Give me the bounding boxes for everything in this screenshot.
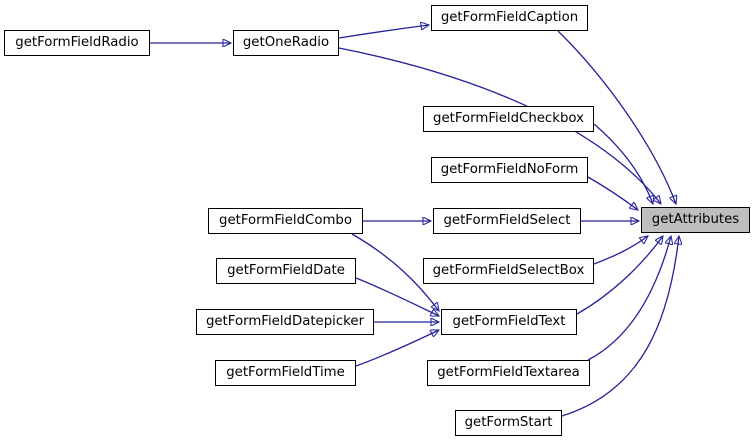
- edge-getFormFieldSelectBox-to-getAttributes: [593, 236, 648, 265]
- edge-getFormFieldCheckbox-to-getAttributes: [593, 123, 653, 204]
- node-label: getFormFieldTextarea: [437, 365, 580, 381]
- node-getOneRadio[interactable]: getOneRadio: [233, 30, 339, 56]
- node-label: getFormFieldRadio: [15, 35, 139, 51]
- edge-getFormFieldNoForm-to-getAttributes: [587, 176, 638, 210]
- node-label: getAttributes: [651, 212, 740, 228]
- node-label: getFormFieldSelect: [443, 213, 571, 229]
- node-getFormFieldTime[interactable]: getFormFieldTime: [215, 360, 356, 386]
- node-label: getFormFieldDate: [227, 263, 345, 279]
- edge-getFormFieldCombo-to-getFormFieldText: [351, 233, 439, 311]
- node-label: getFormFieldCheckbox: [433, 111, 584, 127]
- node-label: getFormFieldText: [452, 314, 566, 330]
- edge-getFormFieldTime-to-getFormFieldText: [355, 330, 439, 367]
- node-label: getFormFieldTime: [226, 365, 345, 381]
- node-label: getFormFieldCombo: [219, 213, 352, 229]
- node-label: getFormStart: [464, 415, 553, 431]
- node-getFormStart[interactable]: getFormStart: [455, 410, 562, 436]
- edge-getFormStart-to-getAttributes: [561, 236, 679, 417]
- node-label: getFormFieldCaption: [440, 10, 579, 26]
- node-getFormFieldCaption[interactable]: getFormFieldCaption: [431, 5, 588, 31]
- node-getFormFieldNoForm[interactable]: getFormFieldNoForm: [431, 157, 588, 183]
- node-getFormFieldDatepicker[interactable]: getFormFieldDatepicker: [196, 309, 374, 335]
- node-getFormFieldCombo[interactable]: getFormFieldCombo: [208, 208, 363, 234]
- edge-getFormFieldTextarea-to-getAttributes: [587, 236, 671, 361]
- node-getFormFieldCheckbox[interactable]: getFormFieldCheckbox: [423, 106, 594, 132]
- node-getFormFieldRadio[interactable]: getFormFieldRadio: [4, 30, 150, 56]
- node-label: getOneRadio: [242, 35, 330, 51]
- node-getAttributes: getAttributes: [641, 207, 750, 233]
- node-getFormFieldSelect[interactable]: getFormFieldSelect: [433, 208, 581, 234]
- node-label: getFormFieldDatepicker: [205, 314, 365, 330]
- edge-getOneRadio-to-getFormFieldCaption: [338, 25, 429, 39]
- node-label: getFormFieldSelectBox: [432, 263, 585, 279]
- node-label: getFormFieldNoForm: [440, 162, 579, 178]
- edge-getFormFieldText-to-getAttributes: [576, 236, 663, 315]
- node-getFormFieldText[interactable]: getFormFieldText: [441, 309, 577, 335]
- node-getFormFieldSelectBox[interactable]: getFormFieldSelectBox: [423, 258, 594, 284]
- node-getFormFieldDate[interactable]: getFormFieldDate: [216, 258, 356, 284]
- edge-getFormFieldCaption-to-getAttributes: [557, 30, 676, 204]
- node-getFormFieldTextarea[interactable]: getFormFieldTextarea: [427, 360, 590, 386]
- edge-getFormFieldDate-to-getFormFieldText: [355, 277, 439, 316]
